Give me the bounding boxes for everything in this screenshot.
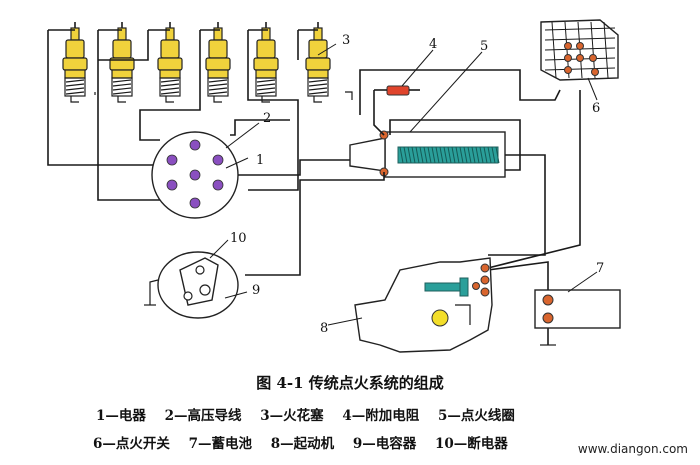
spark-plug-row (62, 22, 331, 103)
figure-caption: 图 4-1 传统点火系统的组成 (256, 374, 444, 392)
callout-1: 1 (256, 153, 264, 168)
ignition-coil (349, 130, 506, 178)
watermark: www.diangon.com (577, 442, 688, 456)
ballast-resistor (373, 85, 420, 136)
legend-row-2: 6—点火开关 7—蓄电池 8—起动机 9—电容器 10—断电器 (93, 432, 522, 452)
distributor-cap (151, 131, 350, 219)
callout-leaders (209, 43, 598, 326)
legend-item: 2—高压导线 (164, 408, 242, 424)
low-voltage-wiring (245, 69, 581, 346)
legend-item: 10—断电器 (434, 436, 508, 452)
legend-item: 9—电容器 (352, 436, 417, 452)
breaker-and-condenser (144, 251, 239, 319)
battery (534, 289, 621, 329)
legend-item: 4—附加电阻 (342, 408, 420, 424)
callout-3: 3 (342, 33, 350, 48)
callout-2: 2 (263, 111, 271, 126)
starter-motor (354, 257, 493, 353)
spark-plug-icon (109, 22, 135, 103)
spark-plug-icon (62, 22, 88, 103)
legend-row-1: 1—电器 2—高压导线 3—火花塞 4—附加电阻 5—点火线圈 (96, 404, 529, 424)
callout-labels: 1 2 3 4 5 6 7 8 9 10 (230, 33, 604, 336)
spark-plug-icon (157, 22, 183, 103)
legend-item: 3—火花塞 (260, 408, 324, 424)
legend-item: 7—蓄电池 (188, 436, 253, 452)
legend-item: 8—起动机 (270, 436, 335, 452)
high-voltage-leads (47, 29, 353, 201)
legend-item: 6—点火开关 (93, 436, 170, 452)
callout-8: 8 (320, 321, 328, 336)
spark-plug-icon (253, 22, 279, 103)
callout-9: 9 (252, 283, 260, 298)
legend-item: 1—电器 (96, 408, 146, 424)
legend-item: 5—点火线圈 (437, 408, 515, 424)
callout-10: 10 (230, 231, 247, 246)
spark-plug-icon (205, 22, 231, 103)
callout-4: 4 (429, 37, 437, 52)
callout-7: 7 (596, 261, 604, 276)
ignition-switch (540, 19, 619, 81)
spark-plug-icon (305, 22, 331, 103)
callout-6: 6 (592, 101, 600, 116)
callout-5: 5 (480, 39, 488, 54)
